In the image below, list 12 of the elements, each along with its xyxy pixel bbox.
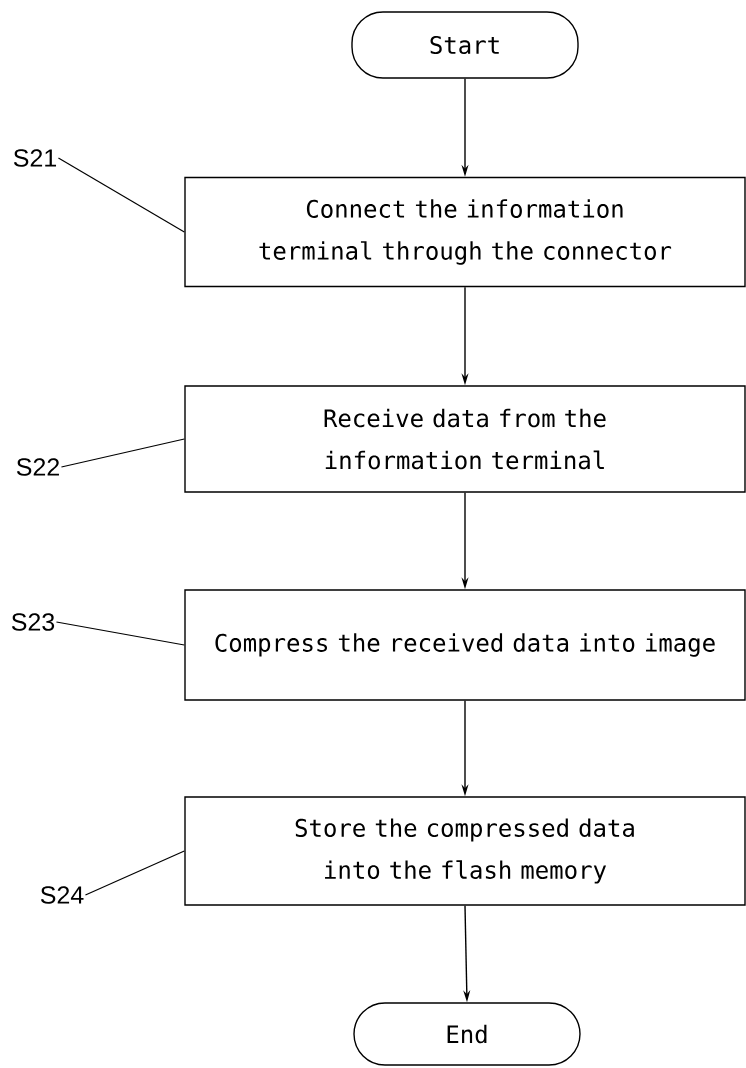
leader-line (57, 157, 185, 233)
process-box: Compress the received data into image (184, 589, 746, 701)
step-number: S23 (11, 613, 55, 631)
step-number: S22 (16, 458, 59, 476)
leader-line (60, 438, 185, 468)
process-box: Store the compressed data into the flash memory (184, 796, 746, 906)
leader-line (55, 621, 185, 646)
process-box: Receive data from the information terminal (184, 385, 746, 493)
leader-line (84, 850, 185, 896)
step-number: S21 (13, 149, 56, 167)
process-box: Connect the information terminal through the connector (184, 176, 746, 288)
step-number: S24 (40, 886, 84, 904)
